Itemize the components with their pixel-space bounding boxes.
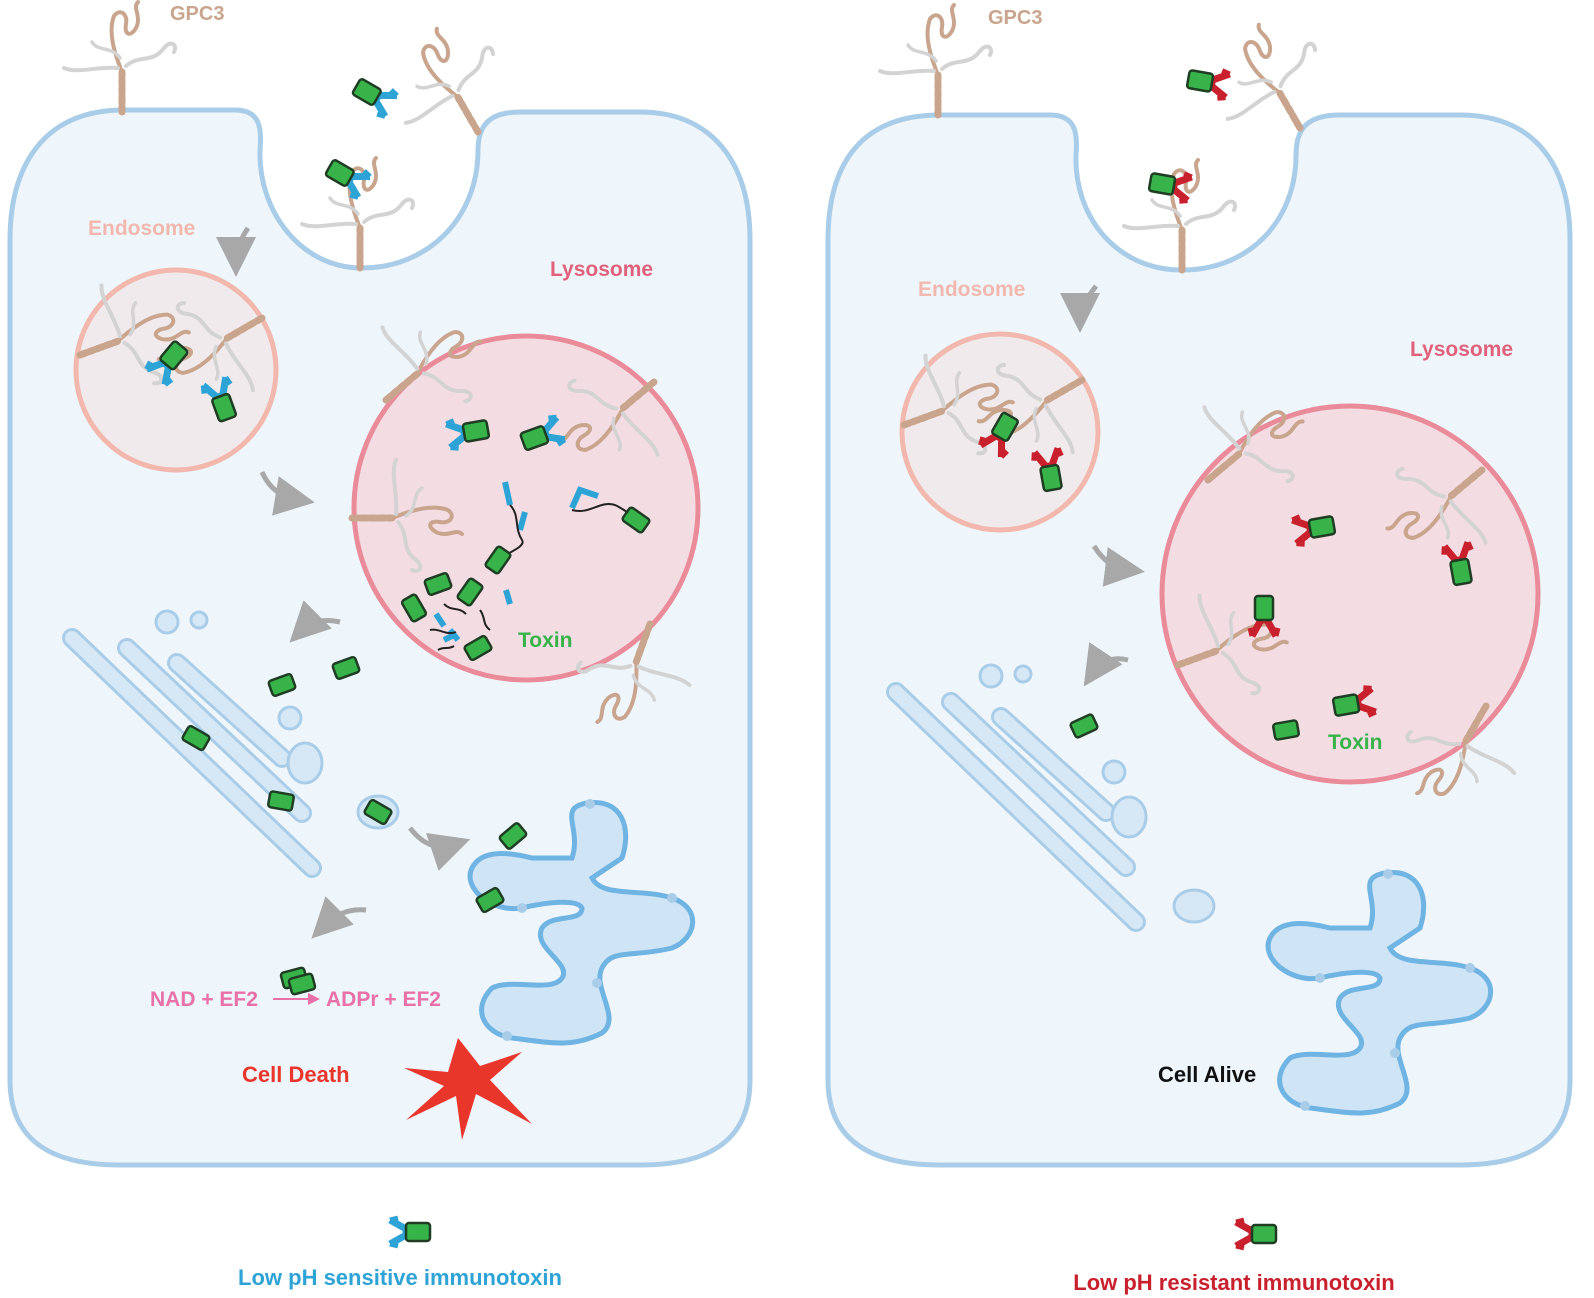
pathway-arrow (1060, 284, 1101, 333)
legend-resistant-immunotoxin-icon (1236, 1220, 1276, 1248)
pathway-arrow (259, 470, 315, 516)
legend-resistant-label: Low pH resistant immunotoxin (1073, 1270, 1394, 1295)
cell-death-icon (404, 1038, 532, 1140)
cell-panel-sensitive: GPC3 Endosome Lysosome (7, 2, 753, 1290)
toxin-label: Toxin (518, 629, 572, 652)
pathway-arrow (311, 896, 367, 939)
gpc3-receptor (880, 5, 991, 115)
lysosome: Toxin (349, 285, 705, 747)
cell-alive-label: Cell Alive (1158, 1062, 1256, 1087)
legend-sensitive-immunotoxin-icon (390, 1218, 430, 1246)
transport-vesicle (1172, 888, 1216, 924)
reaction-substrates: NAD + EF2 (150, 988, 258, 1011)
pathway-arrow (408, 826, 471, 871)
lysosome-label: Lysosome (550, 258, 653, 281)
pathway-arrow (216, 226, 257, 277)
lysosome-label: Lysosome (1410, 338, 1513, 361)
gpc3-receptor (1124, 160, 1235, 270)
resistant-immunotoxin (1186, 65, 1230, 100)
pathway-arrow (1091, 544, 1145, 587)
endosome (60, 263, 291, 473)
gpc3-receptor (64, 2, 175, 112)
reaction-products: ADPr + EF2 (326, 988, 441, 1011)
cell-panel-resistant: GPC3 Endosome Lysosome Toxin (825, 5, 1573, 1295)
gpc3-label: GPC3 (170, 3, 224, 25)
sensitive-immunotoxin (349, 74, 398, 118)
legend-sensitive-label: Low pH sensitive immunotoxin (238, 1265, 562, 1290)
endosome-label: Endosome (88, 217, 195, 240)
endosome (884, 333, 1111, 533)
toxin-label: Toxin (1328, 731, 1382, 754)
pathway-arrow (1083, 642, 1129, 687)
gpc3-label: GPC3 (988, 7, 1042, 29)
cell-death-label: Cell Death (242, 1062, 350, 1087)
endosome-label: Endosome (918, 278, 1025, 301)
lysosome: Toxin (1158, 365, 1541, 830)
toxin (266, 789, 296, 813)
pathway-arrow (289, 600, 341, 643)
sensitive-immunotoxin (322, 155, 371, 199)
